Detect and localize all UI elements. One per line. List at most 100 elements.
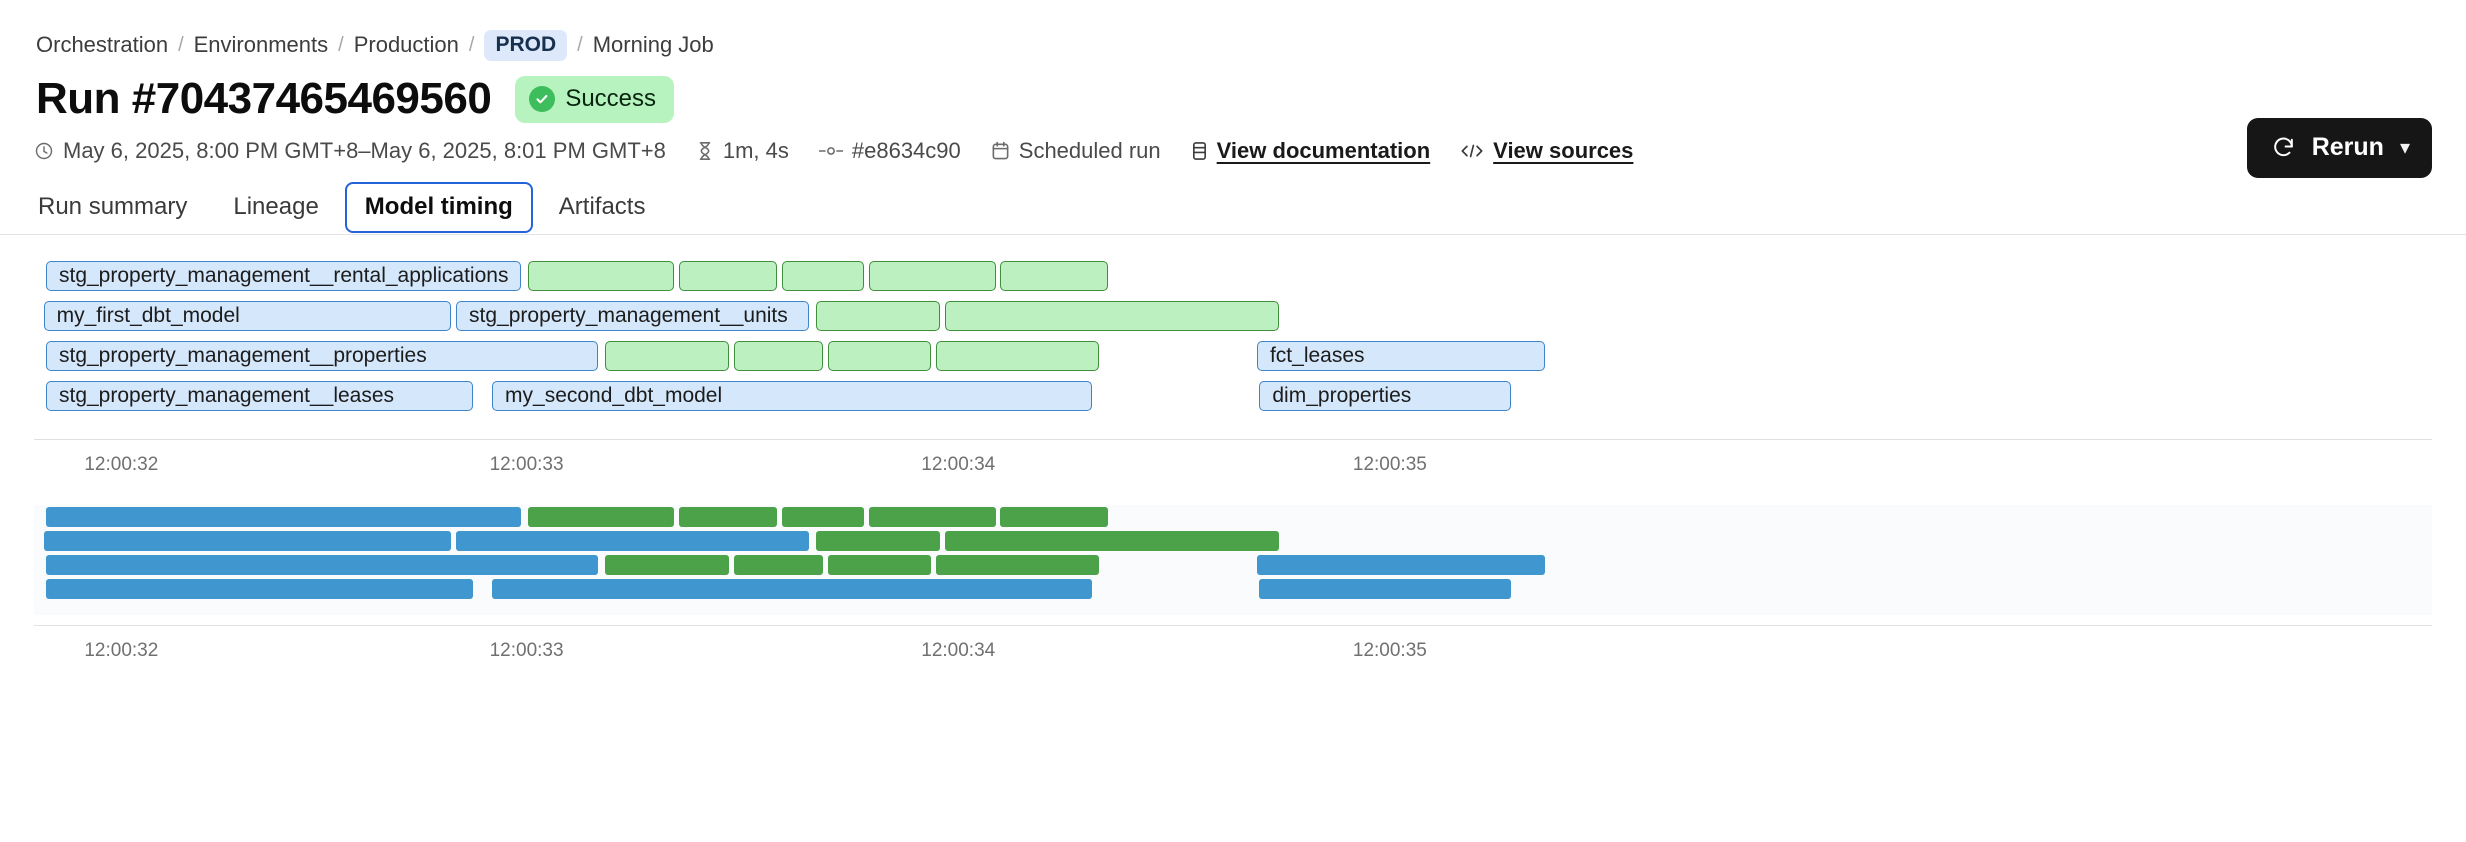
breadcrumb-item-orchestration[interactable]: Orchestration	[36, 32, 169, 57]
minimap-bar[interactable]	[45, 507, 521, 527]
rerun-button[interactable]: Rerun ▾	[2246, 118, 2432, 178]
meta-trigger: Scheduled run	[991, 138, 1161, 164]
gantt-bar-test[interactable]	[827, 341, 931, 371]
axis-tick-label: 12:00:33	[489, 454, 564, 475]
meta-sources-link[interactable]: View sources	[1493, 138, 1634, 163]
minimap-bar[interactable]	[45, 555, 598, 575]
minimap-bar[interactable]	[604, 555, 730, 575]
minimap-bar[interactable]	[1000, 507, 1109, 527]
minimap-bar[interactable]	[492, 579, 1092, 599]
gantt-bar-label: fct_leases	[1269, 344, 1365, 367]
minimap-row	[34, 579, 2432, 599]
gantt-bar-stg_property_management__units[interactable]: stg_property_management__units	[456, 301, 809, 331]
gantt-chart: stg_property_management__rental_applicat…	[34, 261, 2432, 429]
minimap-bar[interactable]	[45, 579, 473, 599]
breadcrumb-separator: /	[577, 33, 583, 56]
axis-tick-label: 12:00:32	[84, 454, 159, 475]
meta-timerange-text: May 6, 2025, 8:00 PM GMT+8–May 6, 2025, …	[63, 138, 666, 163]
axis-tick-label: 12:00:35	[1352, 640, 1427, 661]
breadcrumb-separator: /	[338, 33, 344, 56]
gantt-bar-label: my_first_dbt_model	[56, 304, 240, 327]
gantt-bar-test[interactable]	[815, 301, 941, 331]
meta-documentation[interactable]: View documentation	[1191, 138, 1431, 164]
minimap-bar[interactable]	[527, 507, 675, 527]
gantt-bar-test[interactable]	[604, 341, 730, 371]
gantt-bar-test[interactable]	[945, 301, 1279, 331]
gantt-bar-fct_leases[interactable]: fct_leases	[1256, 341, 1545, 371]
gantt-bar-stg_property_management__leases[interactable]: stg_property_management__leases	[45, 381, 473, 411]
gantt-bar-label: stg_property_management__leases	[58, 384, 395, 407]
gantt-row: my_first_dbt_model stg_property_managemen…	[34, 301, 2432, 331]
breadcrumb-item-production[interactable]: Production	[353, 32, 459, 57]
model-timing-chart: stg_property_management__rental_applicat…	[0, 261, 2466, 669]
gantt-bar-my_first_dbt_model[interactable]: my_first_dbt_model	[43, 301, 452, 331]
gantt-bar-test[interactable]	[782, 261, 864, 291]
axis-tick-label: 12:00:34	[921, 454, 996, 475]
axis-tick-label: 12:00:32	[84, 640, 159, 661]
gantt-bar-test[interactable]	[935, 341, 1099, 371]
minimap-bar[interactable]	[782, 507, 864, 527]
gantt-bar-label: stg_property_management__rental_applicat…	[58, 264, 509, 287]
minimap-bar[interactable]	[827, 555, 931, 575]
axis-tick-label: 12:00:33	[489, 640, 564, 661]
gantt-bar-test[interactable]	[868, 261, 996, 291]
gantt-bar-label: my_second_dbt_model	[505, 384, 723, 407]
check-circle-icon	[529, 85, 556, 112]
gantt-row: stg_property_management__properties fct_l…	[34, 341, 2432, 371]
tab-model-timing[interactable]: Model timing	[344, 181, 533, 233]
breadcrumb-item-environments[interactable]: Environments	[193, 32, 329, 57]
gantt-row: stg_property_management__leases my_second…	[34, 381, 2432, 411]
meta-documentation-link[interactable]: View documentation	[1216, 138, 1431, 163]
axis-tick-label: 12:00:35	[1352, 454, 1427, 475]
gantt-bar-stg_property_management__properties[interactable]: stg_property_management__properties	[45, 341, 598, 371]
gantt-bar-label: stg_property_management__properties	[58, 344, 427, 367]
book-icon	[1191, 141, 1208, 161]
gantt-bar-stg_property_management__rental_applications[interactable]: stg_property_management__rental_applicat…	[45, 261, 521, 291]
tab-run-summary[interactable]: Run summary	[38, 192, 188, 220]
chevron-down-icon: ▾	[2399, 137, 2410, 159]
minimap-row	[34, 531, 2432, 551]
minimap-row	[34, 555, 2432, 575]
gantt-bar-test[interactable]	[1000, 261, 1109, 291]
minimap-bar[interactable]	[1256, 555, 1545, 575]
breadcrumb-item-prod[interactable]: PROD	[484, 29, 568, 61]
gantt-bar-label: stg_property_management__units	[469, 304, 788, 327]
tab-lineage[interactable]: Lineage	[233, 192, 319, 220]
gantt-bar-label: dim_properties	[1272, 384, 1412, 407]
calendar-icon	[991, 141, 1010, 161]
run-metadata: May 6, 2025, 8:00 PM GMT+8–May 6, 2025, …	[0, 126, 2466, 170]
breadcrumb-item-morning-job: Morning Job	[592, 32, 714, 57]
title-row: Run #70437465469560 Success	[0, 62, 2466, 126]
clock-icon	[34, 141, 54, 161]
minimap-bar[interactable]	[43, 531, 452, 551]
meta-commit-text: #e8634c90	[851, 138, 961, 163]
minimap-bar[interactable]	[868, 507, 996, 527]
minimap-bar[interactable]	[935, 555, 1099, 575]
gantt-x-axis: 12:00:32 12:00:33 12:00:34 12:00:35	[34, 439, 2432, 483]
gantt-bar-dim_properties[interactable]: dim_properties	[1259, 381, 1512, 411]
rerun-button-label: Rerun	[2311, 133, 2384, 161]
minimap-bar[interactable]	[679, 507, 778, 527]
gantt-bar-test[interactable]	[527, 261, 675, 291]
tabs-divider	[0, 234, 2466, 235]
meta-trigger-text: Scheduled run	[1018, 138, 1161, 163]
gantt-bar-test[interactable]	[679, 261, 778, 291]
meta-timerange: May 6, 2025, 8:00 PM GMT+8–May 6, 2025, …	[34, 138, 666, 164]
tab-artifacts[interactable]: Artifacts	[558, 192, 646, 220]
status-badge-label: Success	[565, 84, 657, 112]
meta-sources[interactable]: View sources	[1460, 138, 1633, 164]
minimap-bar[interactable]	[945, 531, 1279, 551]
timing-minimap[interactable]	[34, 505, 2432, 615]
minimap-bar[interactable]	[734, 555, 823, 575]
minimap-row	[34, 507, 2432, 527]
meta-duration: 1m, 4s	[696, 138, 789, 164]
minimap-bar[interactable]	[815, 531, 941, 551]
tab-bar: Run summary Lineage Model timing Artifacts	[0, 170, 2466, 233]
meta-commit: #e8634c90	[818, 138, 961, 164]
minimap-bar[interactable]	[1259, 579, 1512, 599]
status-badge: Success	[515, 75, 675, 123]
minimap-bar[interactable]	[456, 531, 809, 551]
gantt-bar-my_second_dbt_model[interactable]: my_second_dbt_model	[492, 381, 1092, 411]
gantt-bar-test[interactable]	[734, 341, 823, 371]
